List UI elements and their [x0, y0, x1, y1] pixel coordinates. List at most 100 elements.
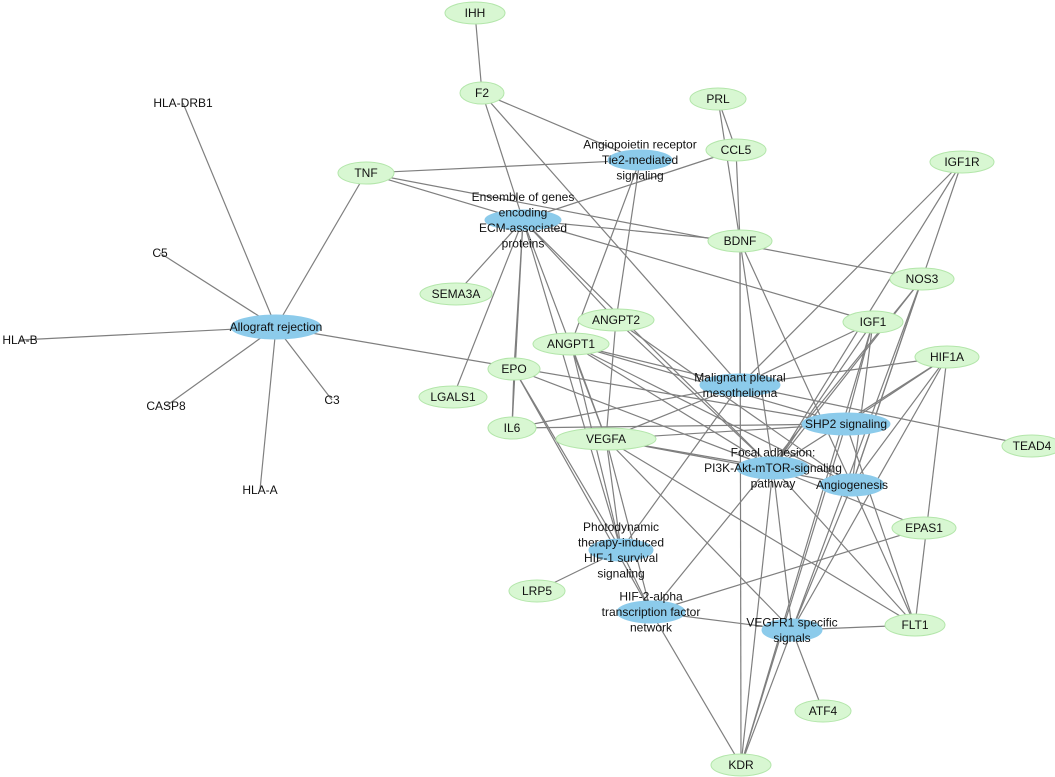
gene-node-angpt1[interactable]: ANGPT1 — [532, 332, 610, 356]
gene-node-epo[interactable]: EPO — [487, 357, 541, 381]
node-label-line: encoding — [499, 205, 548, 219]
gene-ellipse-nos3 — [889, 267, 955, 291]
node-label-line: HLA-DRB1 — [153, 96, 213, 110]
gene-node-c3[interactable]: C3 — [324, 393, 340, 407]
node-label-c3: C3 — [324, 393, 340, 407]
pathway-node-p-angio[interactable]: Angiogenesis — [816, 473, 888, 497]
gene-node-epas1[interactable]: EPAS1 — [891, 516, 957, 540]
gene-node-tnf[interactable]: TNF — [337, 161, 395, 185]
node-label-line: Ensemble of genes — [472, 190, 575, 204]
gene-node-flt1[interactable]: FLT1 — [884, 613, 946, 637]
gene-node-ihh[interactable]: IHH — [444, 1, 506, 25]
pathway-ellipse-p-mpm — [699, 373, 781, 397]
edge-p-mpm-tead4 — [739, 384, 1033, 447]
gene-node-c5[interactable]: C5 — [152, 246, 168, 260]
node-label-line: IHH — [465, 6, 486, 20]
gene-node-bdnf[interactable]: BDNF — [707, 229, 773, 253]
node-label-line: CASP8 — [146, 399, 186, 413]
gene-node-ccl5[interactable]: CCL5 — [705, 138, 767, 162]
node-label-atf4: ATF4 — [809, 704, 838, 718]
gene-ellipse-lrp5 — [508, 579, 566, 603]
gene-ellipse-igf1r — [929, 150, 995, 174]
edge-bdnf-p-angio — [739, 240, 853, 486]
gene-node-nos3[interactable]: NOS3 — [889, 267, 955, 291]
edge-p-ecm-il6 — [511, 219, 524, 429]
gene-node-il6[interactable]: IL6 — [487, 416, 537, 440]
node-label-line: ANGPT1 — [547, 337, 595, 351]
gene-node-hla-drb1[interactable]: HLA-DRB1 — [153, 96, 213, 110]
gene-node-igf1[interactable]: IGF1 — [842, 310, 904, 334]
pathway-node-p-shp2[interactable]: SHP2 signaling — [801, 412, 891, 436]
edge-angpt2-vegfa — [605, 319, 617, 440]
edge-p-shp2-flt1 — [845, 423, 916, 626]
pathway-node-p-allo[interactable]: Allograft rejection — [230, 314, 323, 340]
edge-p-vegfr1-atf4 — [791, 629, 824, 712]
gene-node-vegfa[interactable]: VEGFA — [555, 427, 657, 451]
edge-epas1-p-hif2 — [650, 527, 925, 613]
node-label-line: HLA-B — [2, 333, 37, 347]
gene-ellipse-f2 — [459, 81, 505, 105]
node-label-line: SHP2 signaling — [805, 417, 887, 431]
gene-node-lrp5[interactable]: LRP5 — [508, 579, 566, 603]
gene-node-lgals1[interactable]: LGALS1 — [418, 385, 488, 409]
node-label-line: LRP5 — [522, 584, 552, 598]
gene-ellipse-angpt2 — [577, 308, 655, 332]
edge-vegfa-p-vegfr1 — [605, 438, 793, 631]
edge-layer — [19, 12, 1033, 766]
node-label-hla-drb1: HLA-DRB1 — [153, 96, 213, 110]
gene-node-tead4[interactable]: TEAD4 — [1001, 434, 1055, 458]
gene-node-f2[interactable]: F2 — [459, 81, 505, 105]
edge-il6-p-shp2 — [511, 423, 847, 429]
node-label-line: F2 — [475, 86, 489, 100]
gene-node-hla-a[interactable]: HLA-A — [242, 483, 277, 497]
edge-p-angio-flt1 — [851, 484, 916, 626]
edge-igf1-p-mpm — [739, 321, 874, 386]
gene-node-prl[interactable]: PRL — [689, 87, 747, 111]
edge-p-angio-p-vegfr1 — [791, 484, 853, 631]
edge-p-ecm-angpt2 — [522, 219, 617, 321]
edge-p-allo-p-shp2 — [275, 326, 847, 425]
edge-igf1r-p-mpm — [739, 161, 963, 386]
edge-nos3-p-focal — [772, 278, 923, 469]
edge-p-allo-casp8 — [165, 326, 277, 407]
edge-epo-p-hif2 — [513, 368, 652, 613]
node-label-line: IL6 — [504, 421, 521, 435]
gene-node-hla-b[interactable]: HLA-B — [2, 333, 37, 347]
node-label-line: HIF1A — [930, 350, 964, 364]
gene-node-angpt2[interactable]: ANGPT2 — [577, 308, 655, 332]
gene-node-sema3a[interactable]: SEMA3A — [419, 282, 493, 306]
node-label-sema3a: SEMA3A — [432, 287, 481, 301]
edge-p-hif2-kdr — [650, 611, 742, 766]
gene-ellipse-ccl5 — [705, 138, 767, 162]
edge-nos3-p-angio — [851, 278, 923, 486]
edge-igf1-p-angio — [851, 321, 874, 486]
gene-node-kdr[interactable]: KDR — [710, 753, 772, 777]
pathway-ellipse-p-allo — [230, 314, 322, 340]
node-label-p-allo: Allograft rejection — [230, 320, 323, 334]
node-label-line: FLT1 — [901, 618, 928, 632]
pathway-ellipse-p-angio — [819, 473, 885, 497]
gene-ellipse-sema3a — [419, 282, 493, 306]
node-label-p-shp2: SHP2 signaling — [805, 417, 887, 431]
node-label-line: ECM-associated — [479, 221, 567, 235]
edge-p-mpm-p-pdt — [620, 384, 741, 551]
node-label-line: BDNF — [724, 234, 757, 248]
node-label-lgals1: LGALS1 — [430, 390, 476, 404]
gene-node-igf1r[interactable]: IGF1R — [929, 150, 995, 174]
node-label-nos3: NOS3 — [906, 272, 939, 286]
gene-node-atf4[interactable]: ATF4 — [794, 699, 852, 723]
edge-p-tie2-angpt2 — [615, 159, 641, 321]
gene-node-hif1a[interactable]: HIF1A — [914, 345, 980, 369]
node-label-line: Tie2-mediated — [602, 153, 678, 167]
gene-node-casp8[interactable]: CASP8 — [146, 399, 186, 413]
